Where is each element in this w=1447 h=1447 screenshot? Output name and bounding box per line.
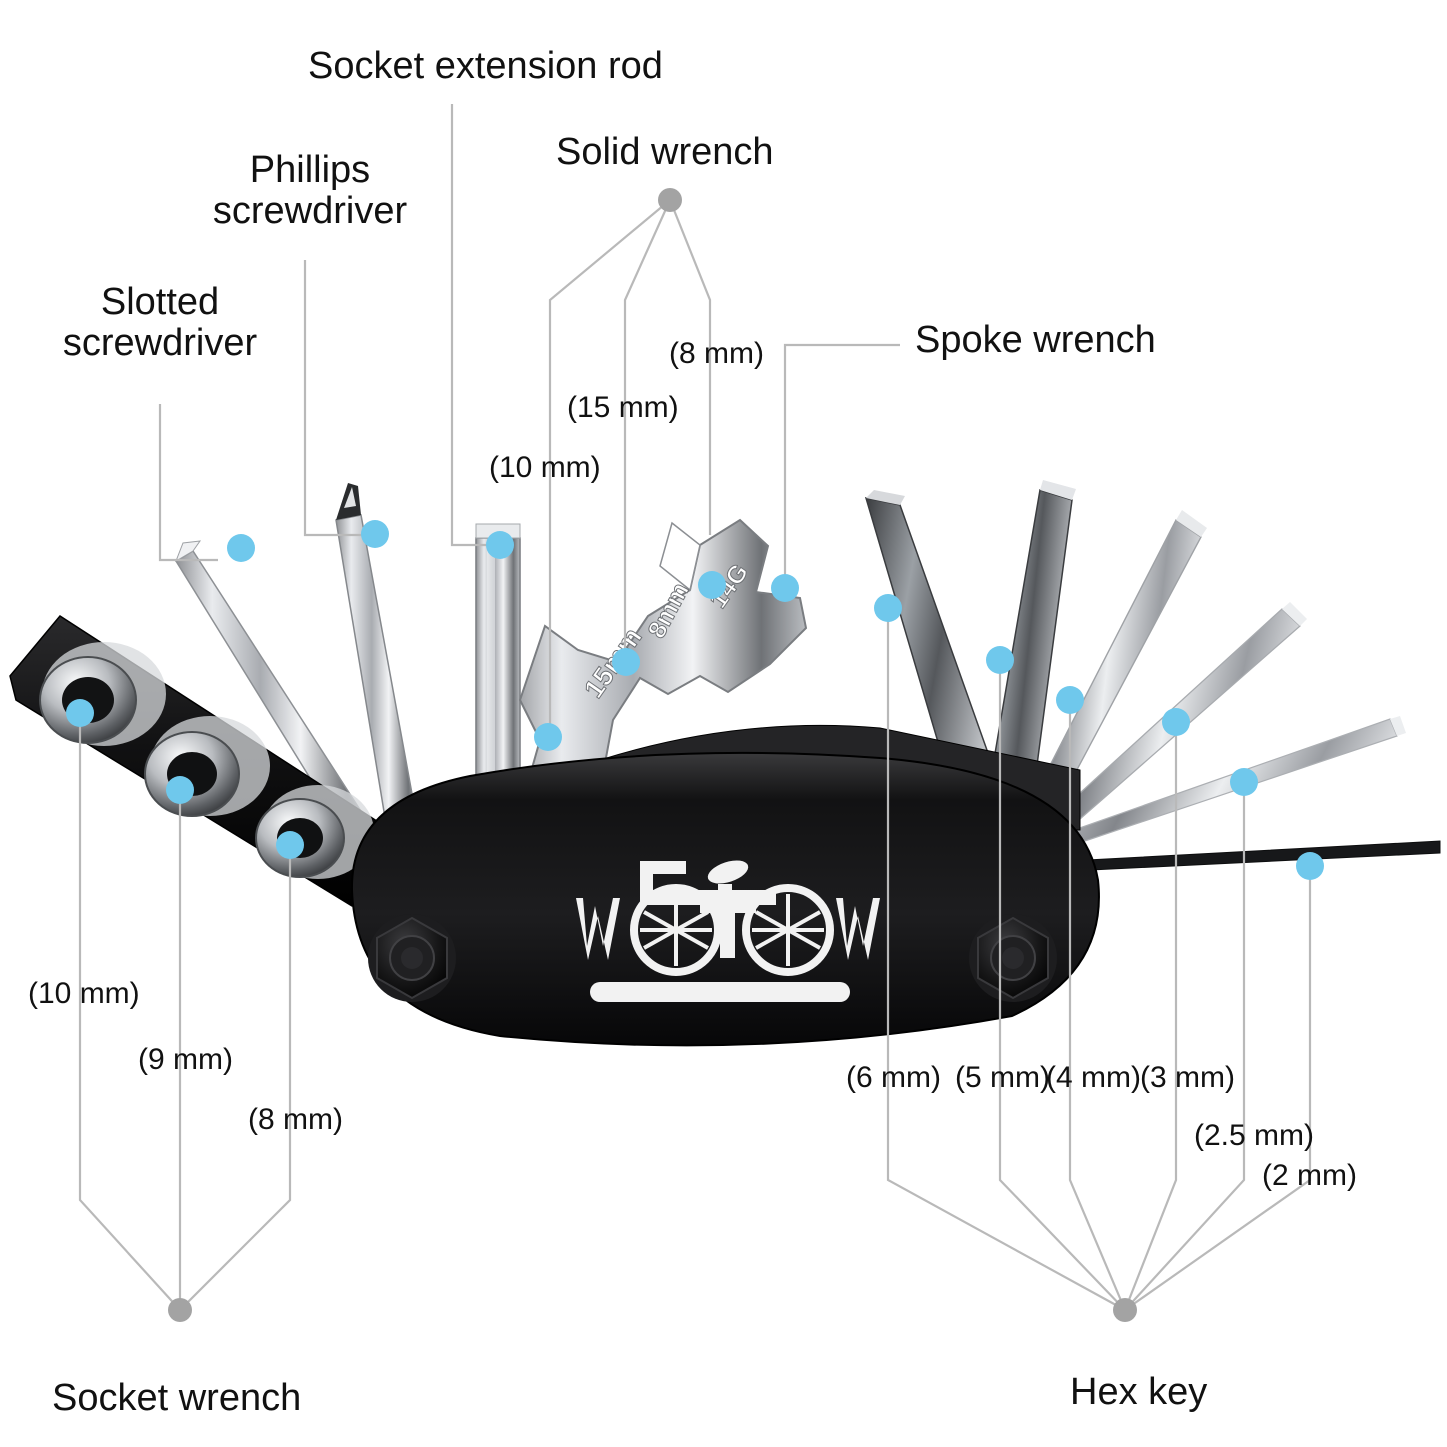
pivot-bolt-right (969, 914, 1057, 1002)
label-slotted-screwdriver: Slotted screwdriver (62, 281, 258, 365)
label-hex-key-2_5mm: (2.5 mm) (1194, 1119, 1314, 1152)
leader-lines (78, 104, 1312, 1311)
marker-solid-wrench-10mm (534, 723, 562, 751)
hub-solid-wrench (658, 188, 682, 212)
marker-hex-5mm (986, 646, 1014, 674)
marker-socket-9mm (166, 776, 194, 804)
hub-hex-key (1113, 1298, 1137, 1322)
label-hex-key-5mm: (5 mm) (955, 1061, 1050, 1094)
label-solid-wrench-8mm: (8 mm) (669, 337, 764, 370)
tool-body (350, 724, 1100, 1047)
wotow-logo (576, 860, 880, 1002)
pivot-bolt-left (368, 914, 456, 1002)
label-socket-wrench: Socket wrench (52, 1377, 302, 1419)
marker-hex-3mm (1162, 708, 1190, 736)
marker-dots (66, 520, 1324, 880)
leader-hubs (168, 188, 1137, 1322)
label-socket-wrench-8mm: (8 mm) (248, 1103, 343, 1136)
label-hex-key-4mm: (4 mm) (1046, 1061, 1141, 1094)
marker-hex-2_5mm (1230, 768, 1258, 796)
marker-slotted-screwdriver (227, 534, 255, 562)
marker-socket-10mm (66, 699, 94, 727)
label-phillips-screwdriver: Phillips screwdriver (212, 149, 408, 233)
marker-hex-4mm (1056, 686, 1084, 714)
label-solid-wrench: Solid wrench (556, 131, 774, 173)
marker-solid-wrench-8mm (698, 571, 726, 599)
label-socket-extension-rod: Socket extension rod (308, 45, 663, 87)
marker-socket-extension-rod (486, 531, 514, 559)
marker-socket-8mm (276, 831, 304, 859)
label-hex-key-2mm: (2 mm) (1262, 1159, 1357, 1192)
hub-socket-wrench (168, 1298, 192, 1322)
label-socket-wrench-9mm: (9 mm) (138, 1043, 233, 1076)
label-solid-wrench-15mm: (15 mm) (567, 391, 679, 424)
label-hex-key: Hex key (1070, 1371, 1208, 1413)
marker-hex-6mm (874, 594, 902, 622)
marker-hex-2mm (1296, 852, 1324, 880)
label-hex-key-3mm: (3 mm) (1140, 1061, 1235, 1094)
label-hex-key-6mm: (6 mm) (846, 1061, 941, 1094)
label-solid-wrench-10mm: (10 mm) (489, 451, 601, 484)
marker-spoke-wrench (771, 574, 799, 602)
marker-solid-wrench-15mm (612, 648, 640, 676)
marker-phillips-screwdriver (361, 520, 389, 548)
label-socket-wrench-10mm: (10 mm) (28, 977, 140, 1010)
label-spoke-wrench: Spoke wrench (915, 319, 1156, 361)
socket-wrench-arm (9, 615, 401, 907)
